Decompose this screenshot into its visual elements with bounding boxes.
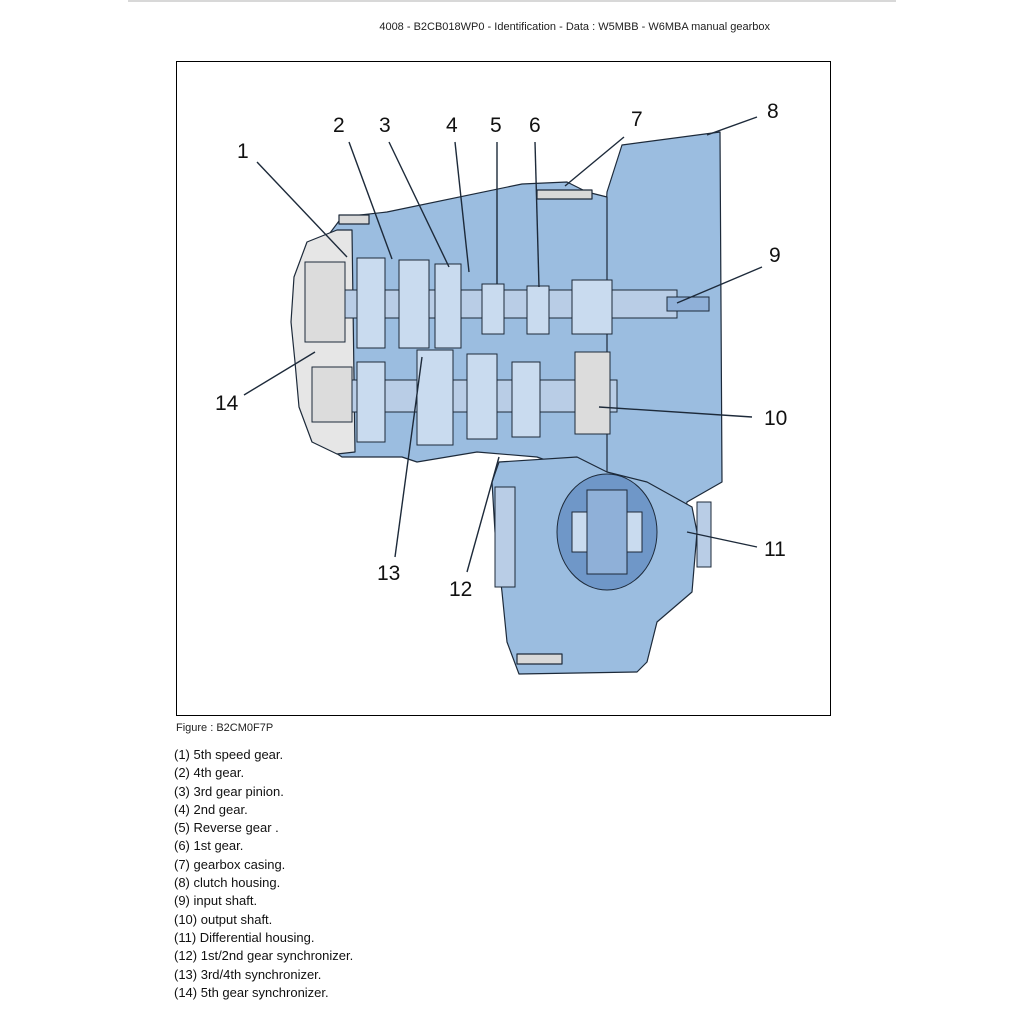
top-rule <box>128 0 896 2</box>
callout-4: 4 <box>446 114 458 137</box>
casing-bolt <box>536 189 593 200</box>
callout-10: 10 <box>764 407 788 430</box>
legend-item: (2) 4th gear. <box>174 765 245 781</box>
figure-frame: 1 2 3 4 5 6 7 8 9 10 11 12 13 14 <box>176 61 831 716</box>
output-shaft-assembly <box>311 349 618 446</box>
legend-item: (6) 1st gear. <box>174 838 244 854</box>
legend-item: (14) 5th gear synchronizer. <box>174 984 329 1000</box>
callout-13: 13 <box>377 562 401 585</box>
legend-item: (10) output shaft. <box>174 911 273 927</box>
callout-6: 6 <box>529 114 541 137</box>
legend-item: (8) clutch housing. <box>174 875 281 891</box>
legend-item: (11) Differential housing. <box>174 929 315 945</box>
legend-item: (9) input shaft. <box>174 893 258 909</box>
callout-5: 5 <box>490 114 502 137</box>
parts-legend: (1) 5th speed gear. (2) 4th gear. (3) 3r… <box>174 746 353 1002</box>
legend-item: (5) Reverse gear . <box>174 820 279 836</box>
callout-14: 14 <box>215 392 239 415</box>
legend-item: (7) gearbox casing. <box>174 856 286 872</box>
legend-item: (13) 3rd/4th synchronizer. <box>174 966 322 982</box>
callout-11: 11 <box>764 538 786 561</box>
housing-bolt <box>516 653 563 665</box>
legend-item: (1) 5th speed gear. <box>174 747 284 762</box>
legend-item: (12) 1st/2nd gear synchronizer. <box>174 948 354 964</box>
legend-item: (4) 2nd gear. <box>174 801 248 817</box>
gearbox-cutaway-drawing <box>243 116 763 675</box>
callout-leaders <box>243 116 763 573</box>
callout-9: 9 <box>769 244 781 267</box>
callout-8: 8 <box>767 100 779 123</box>
callout-3: 3 <box>379 114 391 137</box>
legend-item: (3) 3rd gear pinion. <box>174 783 284 799</box>
figure-caption: Figure : B2CM0F7P <box>176 722 274 734</box>
callout-2: 2 <box>333 114 345 137</box>
clutch-housing-shape <box>596 131 723 533</box>
input-shaft-assembly <box>304 257 710 349</box>
callout-7: 7 <box>631 108 643 131</box>
document-header: 4008 - B2CB018WP0 - Identification - Dat… <box>379 21 770 33</box>
differential-assembly <box>494 473 712 591</box>
callout-1: 1 <box>237 140 249 163</box>
callout-12: 12 <box>449 578 473 601</box>
